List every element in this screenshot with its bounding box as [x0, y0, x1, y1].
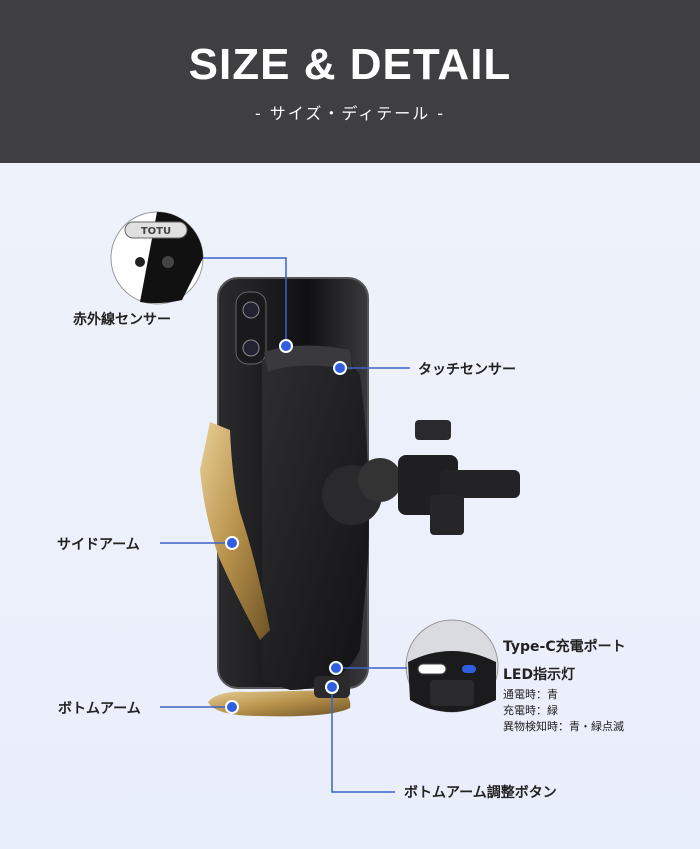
led-indicator-label: LED指示灯 [503, 667, 576, 683]
port-dot [329, 661, 343, 675]
port-led-zoom [405, 619, 499, 713]
holder-back-panel [262, 352, 369, 690]
ir-sensor-leader [203, 257, 287, 346]
bottom-arm-label: ボトムアーム [58, 701, 141, 717]
side-arm-dot [225, 536, 239, 550]
bottom-arm-dot [225, 700, 239, 714]
phone-camera-lens-1 [242, 301, 260, 319]
led-note-power: 通電時：青 [503, 688, 558, 701]
bottom-arm [208, 690, 351, 717]
touch-sensor-dot [333, 361, 347, 375]
ir-sensor-zoom-brand: TOTU [141, 226, 171, 237]
bottom-button-leader [331, 687, 395, 793]
vent-mount [322, 420, 520, 535]
ir-sensor-zoom [110, 211, 204, 305]
led-note-charging: 充電時：緑 [503, 704, 558, 717]
ir-sensor-dot [279, 339, 293, 353]
bottom-button-dot [325, 680, 339, 694]
led-note-foreign-object: 異物検知時：青・緑点滅 [503, 720, 624, 733]
type-c-port-label: Type-C充電ポート [503, 639, 626, 655]
ir-sensor-label: 赤外線センサー [73, 312, 171, 328]
header-banner: SIZE & DETAIL - サイズ・ディテール - [0, 0, 700, 163]
side-arm-label: サイドアーム [57, 537, 140, 553]
page-subtitle: - サイズ・ディテール - [254, 104, 446, 123]
bottom-arm-button-label: ボトムアーム調整ボタン [404, 785, 557, 801]
page-title: SIZE & DETAIL [188, 40, 512, 89]
touch-sensor-label: タッチセンサー [418, 362, 516, 378]
marker-dots [225, 339, 347, 714]
phone-camera-lens-2 [242, 339, 260, 357]
side-arm [200, 422, 270, 640]
